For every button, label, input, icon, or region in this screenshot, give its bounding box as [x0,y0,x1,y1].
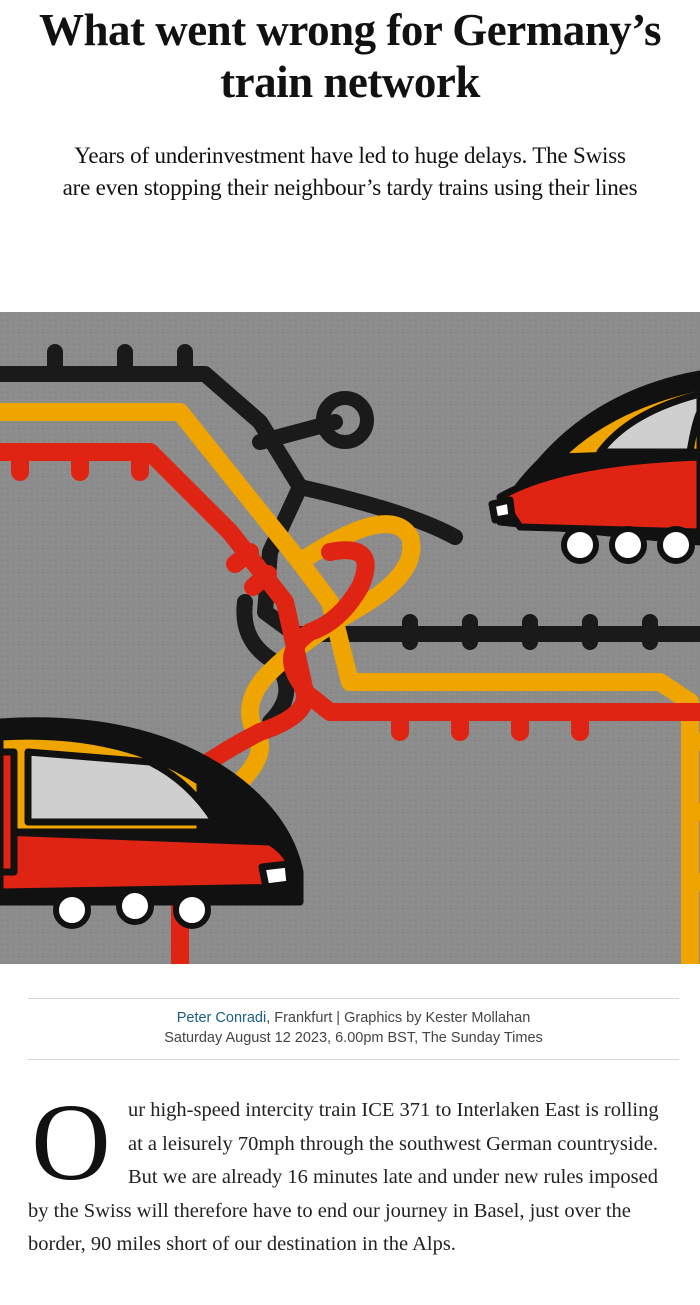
dropcap: O [31,1081,111,1203]
standfirst: Years of underinvestment have led to hug… [62,143,638,200]
byline-location: , Frankfurt | Graphics by Kester Mollaha… [266,1010,531,1026]
byline-credits: Peter Conradi, Frankfurt | Graphics by K… [28,1010,679,1026]
publish-datetime: Saturday August 12 2023, 6.00pm BST, The… [164,1030,543,1046]
author-link[interactable]: Peter Conradi [176,1010,267,1026]
hero-illustration [0,312,700,964]
article-paragraph: ur high-speed intercity train ICE 371 to… [28,1099,659,1255]
byline: Peter Conradi, Frankfurt | Graphics by K… [28,998,679,1060]
illustration-tangled-train-lines [0,312,700,964]
headline: What went wrong for Germany’s train netw… [38,5,662,107]
